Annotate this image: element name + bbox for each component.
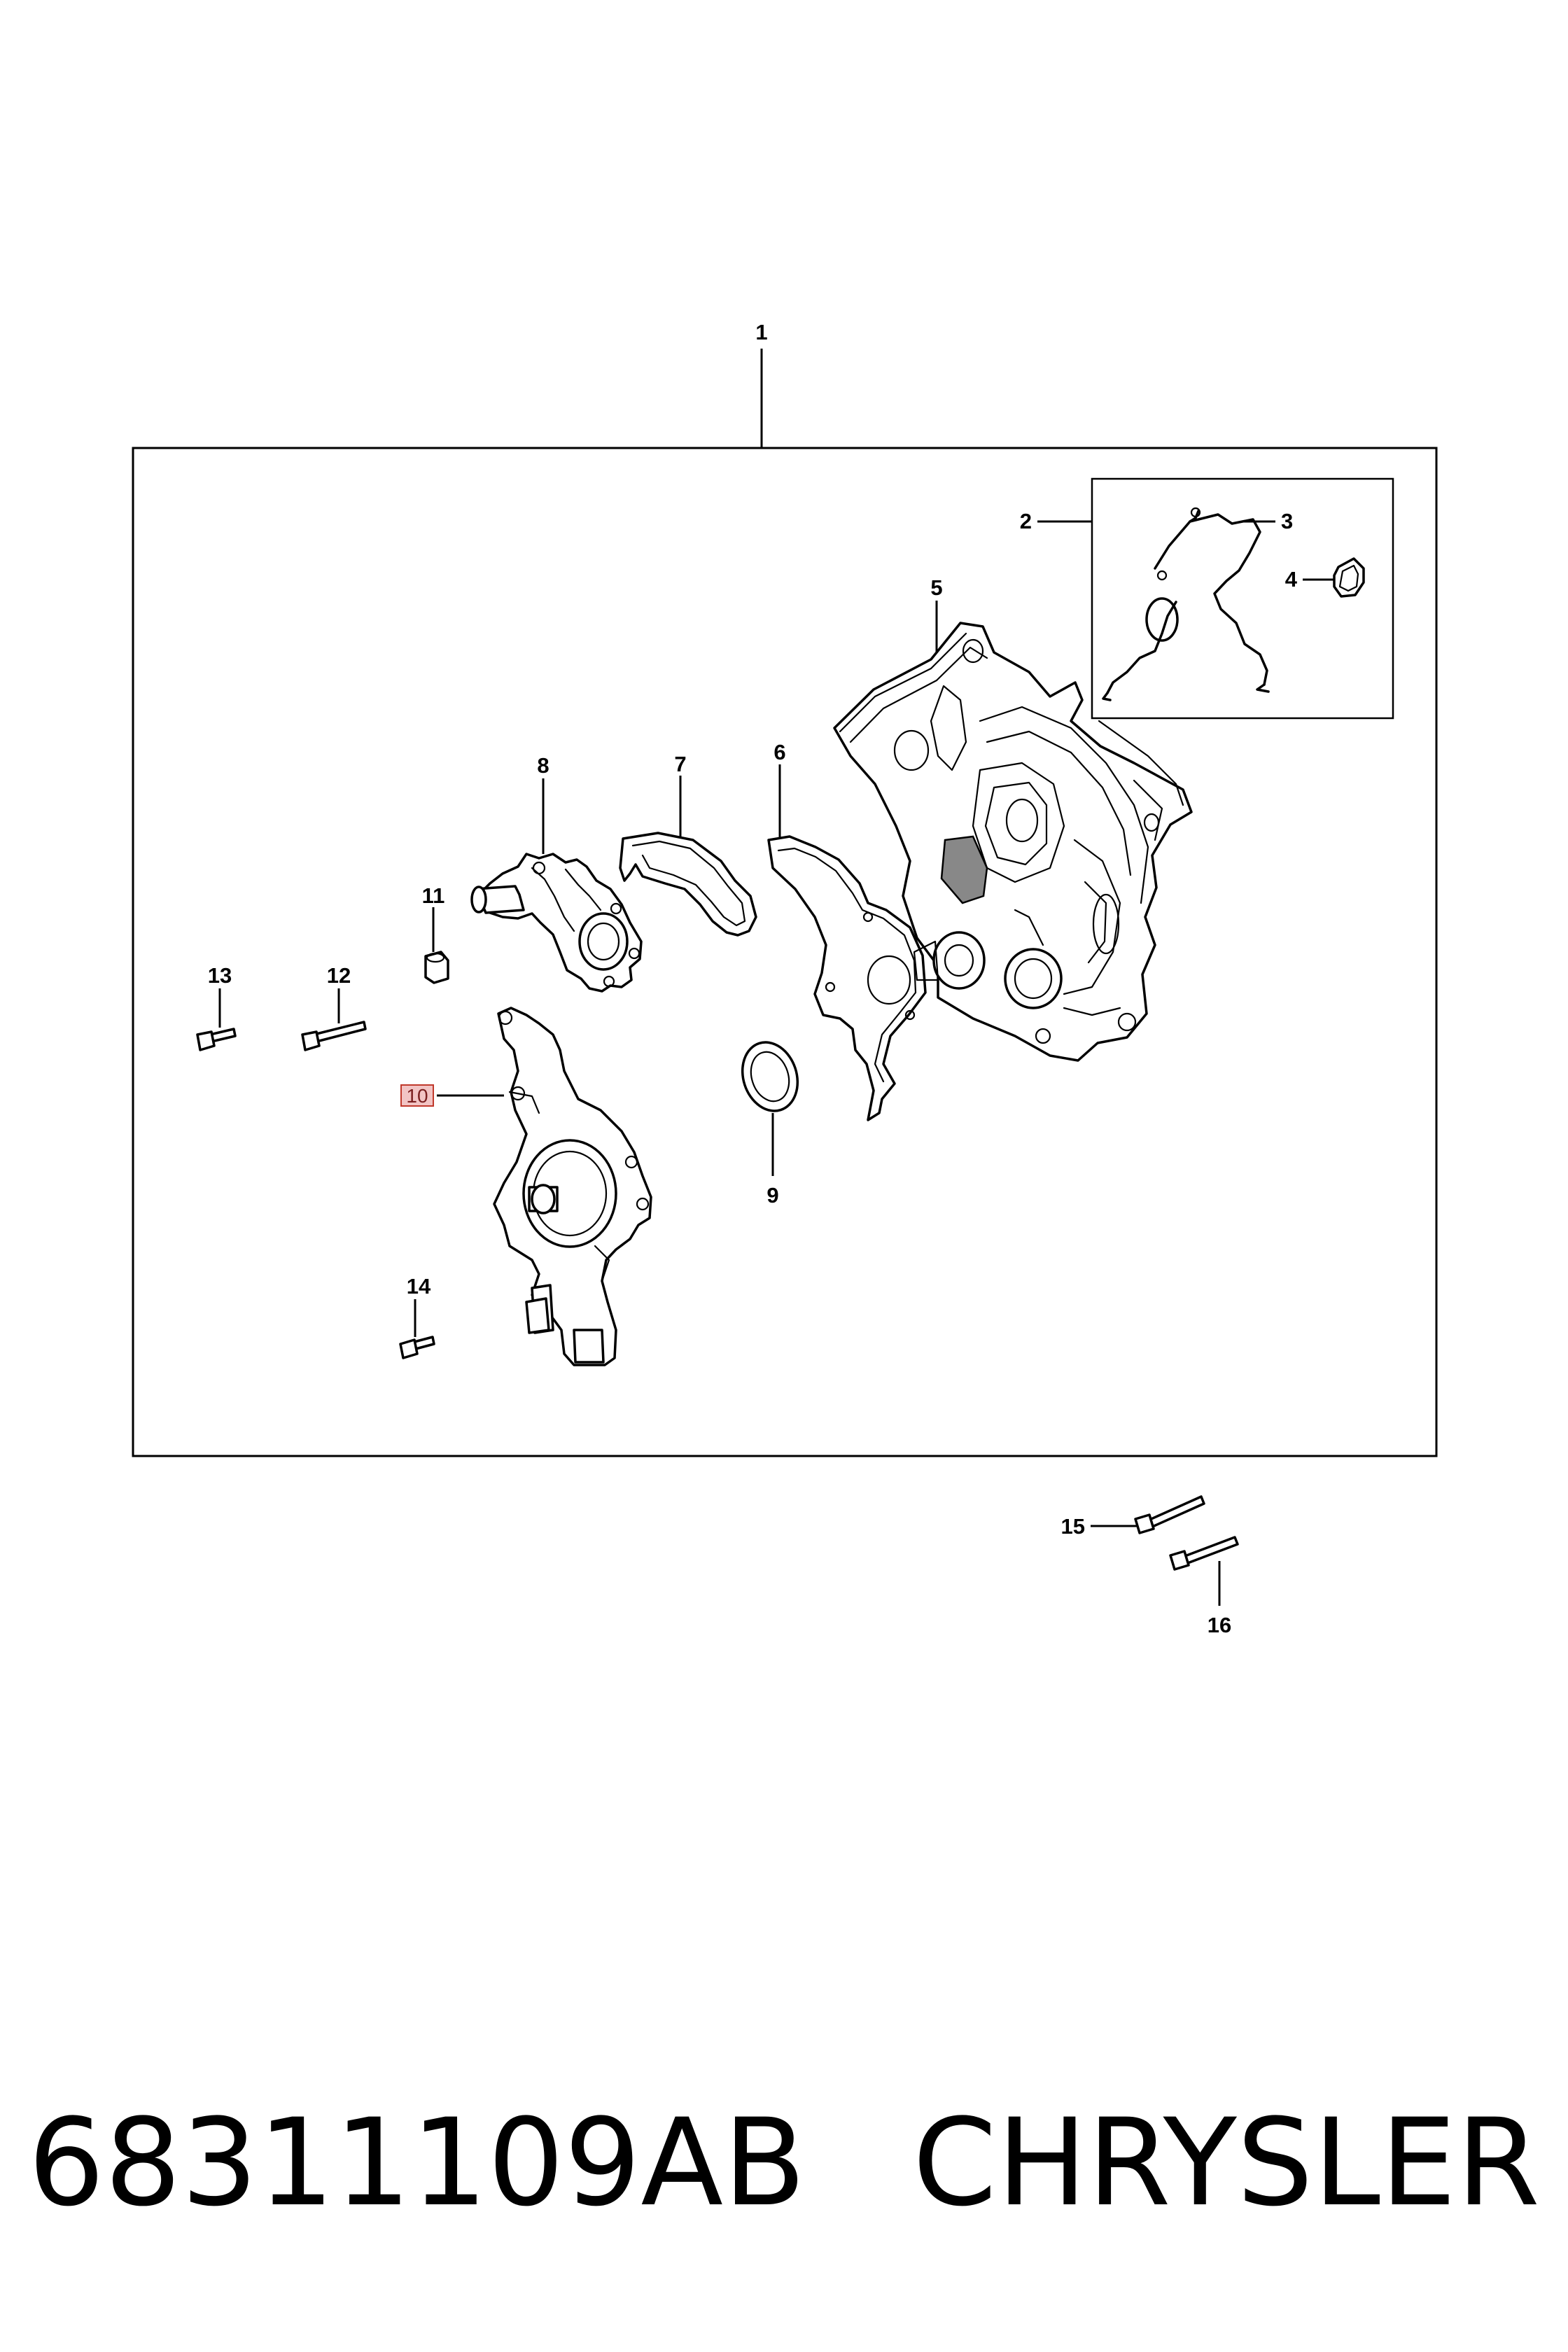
brand-name: CHRYSLER	[912, 2092, 1540, 2233]
pump-gasket	[619, 832, 757, 937]
gasket-kit-frame	[1091, 477, 1394, 720]
bolt-13	[196, 1028, 237, 1051]
bolt-12	[301, 1021, 367, 1051]
timing-cover	[833, 622, 1193, 1062]
callout-11: 11	[422, 883, 445, 908]
nut	[424, 951, 449, 984]
callout-12: 12	[327, 963, 351, 988]
water-pump	[493, 1007, 652, 1366]
callout-labels: 1 2 3 4 5 6 7 8 9 10 11 12 13 14 15 16	[208, 320, 1298, 1637]
assembly-frame	[132, 447, 1438, 1457]
callout-7: 7	[674, 752, 686, 776]
callout-6: 6	[774, 740, 785, 764]
callout-10: 10	[406, 1085, 428, 1107]
water-outlet-housing	[470, 853, 643, 993]
callout-2: 2	[1020, 509, 1032, 533]
footer-caption: 68311109AB CHRYSLER	[28, 2093, 1540, 2233]
cover-gasket	[767, 835, 927, 1121]
callout-3: 3	[1281, 509, 1293, 533]
callout-1: 1	[755, 320, 767, 344]
bolt-16	[1169, 1536, 1239, 1571]
callout-8: 8	[537, 753, 549, 778]
leader-lines	[218, 349, 1334, 1606]
bolt-15	[1134, 1495, 1205, 1534]
bolt-14	[399, 1336, 435, 1359]
callout-13: 13	[208, 963, 232, 988]
callout-4: 4	[1285, 567, 1298, 592]
part-number: 68311109AB	[28, 2092, 806, 2233]
callout-10-highlight	[400, 1084, 434, 1107]
callout-5: 5	[930, 575, 942, 600]
crankshaft-seal	[741, 1041, 799, 1112]
callout-16: 16	[1208, 1613, 1231, 1637]
callout-15: 15	[1061, 1514, 1085, 1539]
gasket-kit-parts	[1102, 507, 1365, 701]
callout-9: 9	[766, 1183, 778, 1208]
callout-14: 14	[407, 1274, 431, 1298]
